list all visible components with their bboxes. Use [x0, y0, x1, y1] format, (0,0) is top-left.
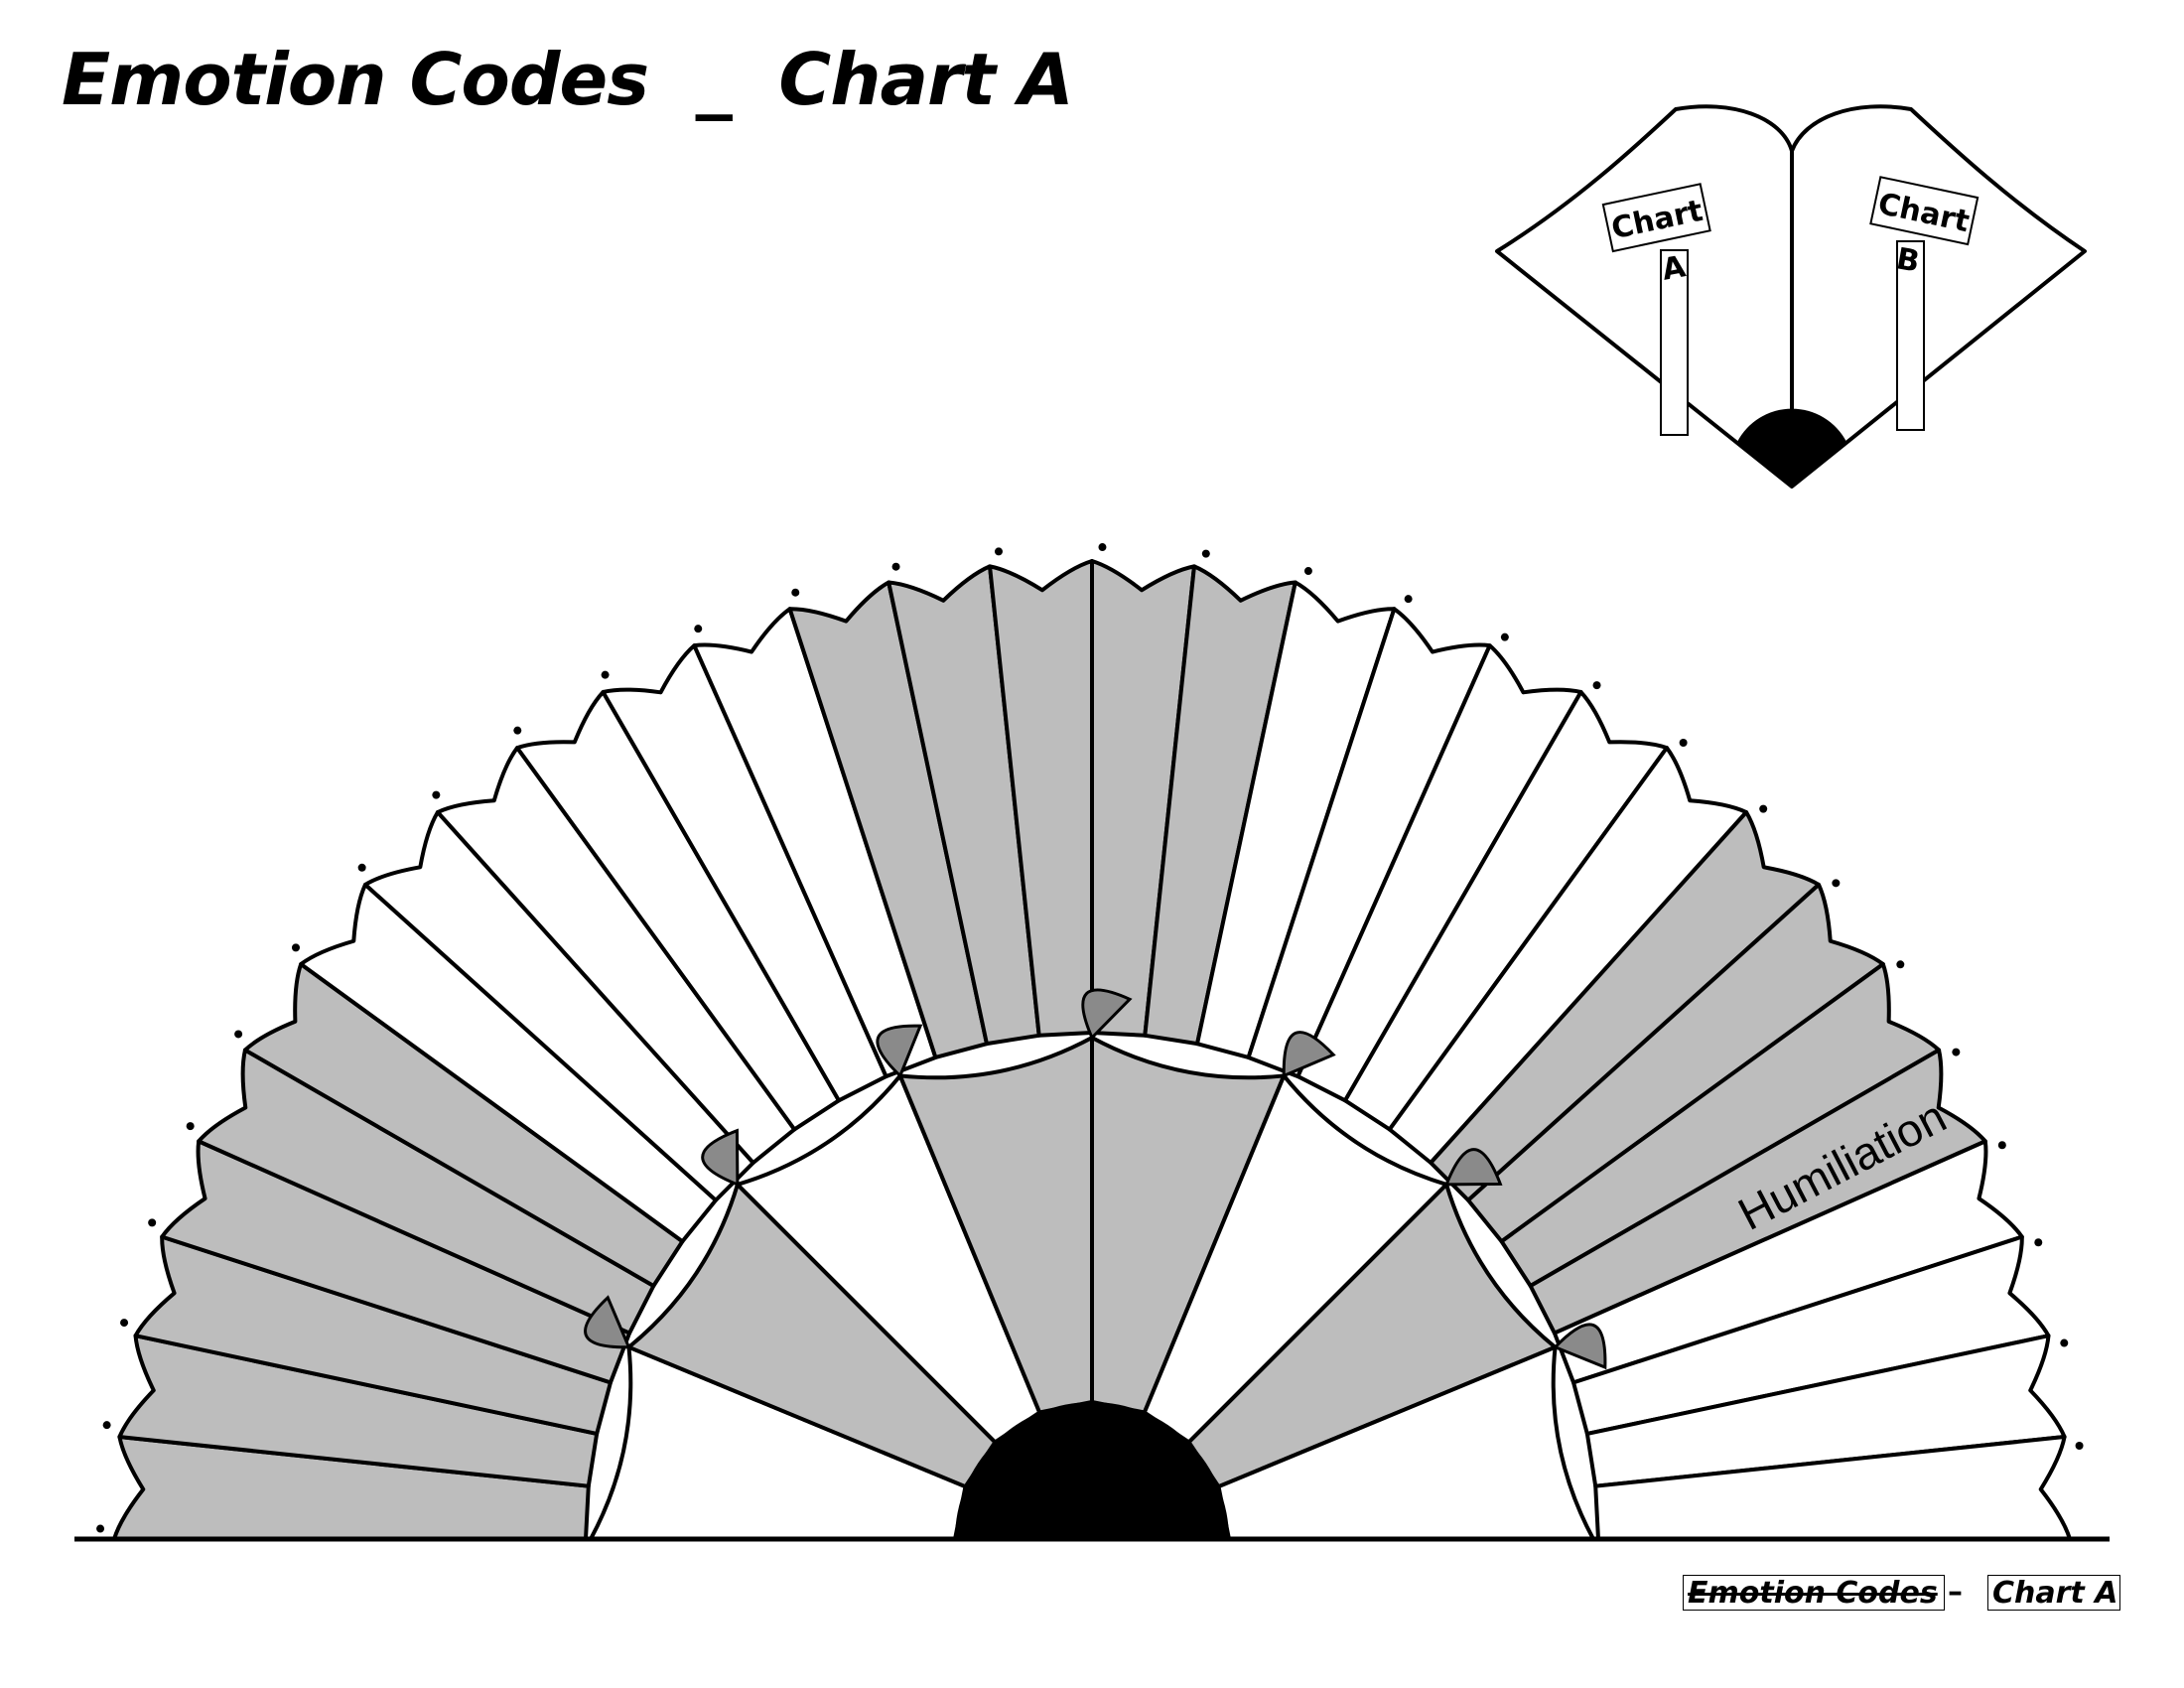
outer-tip-11[interactable] — [601, 670, 610, 679]
footer-chart-box: Chart A — [1987, 1575, 2120, 1611]
inset-hub — [1737, 408, 1846, 487]
outer-tip-19[interactable] — [1404, 595, 1413, 604]
inner-petal-2[interactable] — [701, 1128, 740, 1188]
outer-tip-30[interactable] — [2075, 1441, 2084, 1450]
outer-segment-6[interactable] — [242, 962, 685, 1288]
outer-tip-2[interactable] — [102, 1421, 111, 1430]
outer-segment-24[interactable] — [1466, 882, 1885, 1244]
outer-segment-21[interactable] — [1343, 689, 1669, 1132]
outer-tip-4[interactable] — [148, 1218, 157, 1227]
outer-tip-28[interactable] — [2034, 1238, 2043, 1247]
inner-segment-3[interactable] — [735, 1073, 1042, 1445]
outer-segment-11[interactable] — [601, 643, 888, 1103]
outer-tip-12[interactable] — [694, 625, 703, 633]
outer-segment-10[interactable] — [515, 689, 841, 1132]
outer-tip-26[interactable] — [1952, 1048, 1961, 1056]
inner-petal-4[interactable] — [1081, 988, 1133, 1041]
outer-segment-8[interactable] — [363, 810, 755, 1202]
inner-petal-1[interactable] — [584, 1295, 631, 1349]
outer-tip-6[interactable] — [234, 1030, 243, 1039]
inner-petal-5[interactable] — [1282, 1031, 1336, 1078]
outer-tip-20[interactable] — [1500, 633, 1509, 641]
outer-segment-4[interactable] — [160, 1139, 632, 1385]
outer-segment-22[interactable] — [1387, 746, 1749, 1165]
outer-tip-23[interactable] — [1759, 804, 1768, 813]
outer-tip-5[interactable] — [186, 1122, 195, 1131]
outer-tip-22[interactable] — [1679, 738, 1688, 747]
outer-tip-3[interactable] — [120, 1319, 129, 1328]
outer-segment-12[interactable] — [692, 607, 938, 1079]
footer-dash: – — [1948, 1575, 1963, 1610]
outer-segment-27[interactable] — [1552, 1139, 2024, 1385]
outer-segment-13[interactable] — [787, 580, 989, 1059]
inset-heart-map: Chart A Chart B — [1495, 104, 2087, 489]
outer-tip-15[interactable] — [994, 547, 1003, 556]
outer-segment-7[interactable] — [299, 882, 718, 1244]
inner-segment-2[interactable] — [626, 1182, 998, 1489]
outer-segment-9[interactable] — [435, 746, 797, 1165]
outer-segment-2[interactable] — [117, 1334, 600, 1488]
inset-chart-b-tag[interactable] — [1869, 176, 1979, 246]
inner-petal-7[interactable] — [1552, 1323, 1607, 1370]
outer-segment-16[interactable] — [1090, 559, 1196, 1038]
outer-tip-13[interactable] — [791, 588, 800, 597]
outer-segment-26[interactable] — [1528, 1048, 1987, 1336]
outer-segment-25[interactable] — [1499, 962, 1942, 1288]
inner-segment-5[interactable] — [1090, 1036, 1287, 1415]
inner-petal-6[interactable] — [1443, 1148, 1503, 1187]
outer-segment-23[interactable] — [1429, 810, 1821, 1202]
outer-tip-14[interactable] — [891, 562, 900, 571]
outer-segment-28[interactable] — [1571, 1234, 2051, 1436]
inset-chart-a-tag[interactable] — [1601, 183, 1711, 253]
inner-segment-8[interactable] — [1216, 1344, 1595, 1541]
outer-ring — [96, 543, 2084, 1541]
outer-tip-8[interactable] — [357, 863, 366, 872]
inner-segment-6[interactable] — [1142, 1073, 1449, 1445]
outer-segment-30[interactable] — [1593, 1435, 2072, 1541]
outer-tip-1[interactable] — [96, 1524, 105, 1533]
footer-title-box: Emotion Codes — [1683, 1575, 1945, 1611]
page-title: Emotion Codes _ Chart A — [62, 38, 1074, 121]
outer-segment-5[interactable] — [197, 1048, 656, 1336]
hub-semicircle[interactable] — [955, 1402, 1229, 1539]
outer-tip-9[interactable] — [432, 790, 441, 799]
inset-chart-b-stem[interactable] — [1896, 240, 1925, 431]
outer-segment-3[interactable] — [133, 1234, 613, 1436]
inner-segment-1[interactable] — [589, 1344, 968, 1541]
outer-tip-27[interactable] — [1997, 1141, 2006, 1150]
outer-segment-19[interactable] — [1246, 607, 1492, 1079]
outer-segment-1[interactable] — [112, 1435, 591, 1541]
outer-tip-10[interactable] — [513, 726, 522, 735]
outer-segment-17[interactable] — [1143, 564, 1297, 1047]
outer-tip-24[interactable] — [1832, 879, 1841, 888]
outer-tip-18[interactable] — [1303, 567, 1312, 576]
inner-segment-7[interactable] — [1186, 1182, 1558, 1489]
outer-tip-25[interactable] — [1896, 960, 1905, 969]
inner-petal-3[interactable] — [876, 1024, 923, 1079]
center-hub — [74, 1402, 2110, 1542]
inner-ring — [584, 988, 1607, 1541]
outer-segment-20[interactable] — [1296, 643, 1583, 1103]
outer-tip-16[interactable] — [1098, 543, 1107, 552]
outer-tip-17[interactable] — [1201, 549, 1210, 558]
outer-segment-18[interactable] — [1195, 580, 1397, 1059]
inner-segment-4[interactable] — [897, 1036, 1094, 1415]
outer-tip-7[interactable] — [291, 943, 300, 952]
outer-tip-21[interactable] — [1592, 681, 1601, 690]
inset-chart-a-stem[interactable] — [1660, 249, 1689, 436]
outer-tip-29[interactable] — [2060, 1338, 2069, 1347]
outer-segment-15[interactable] — [988, 559, 1094, 1038]
